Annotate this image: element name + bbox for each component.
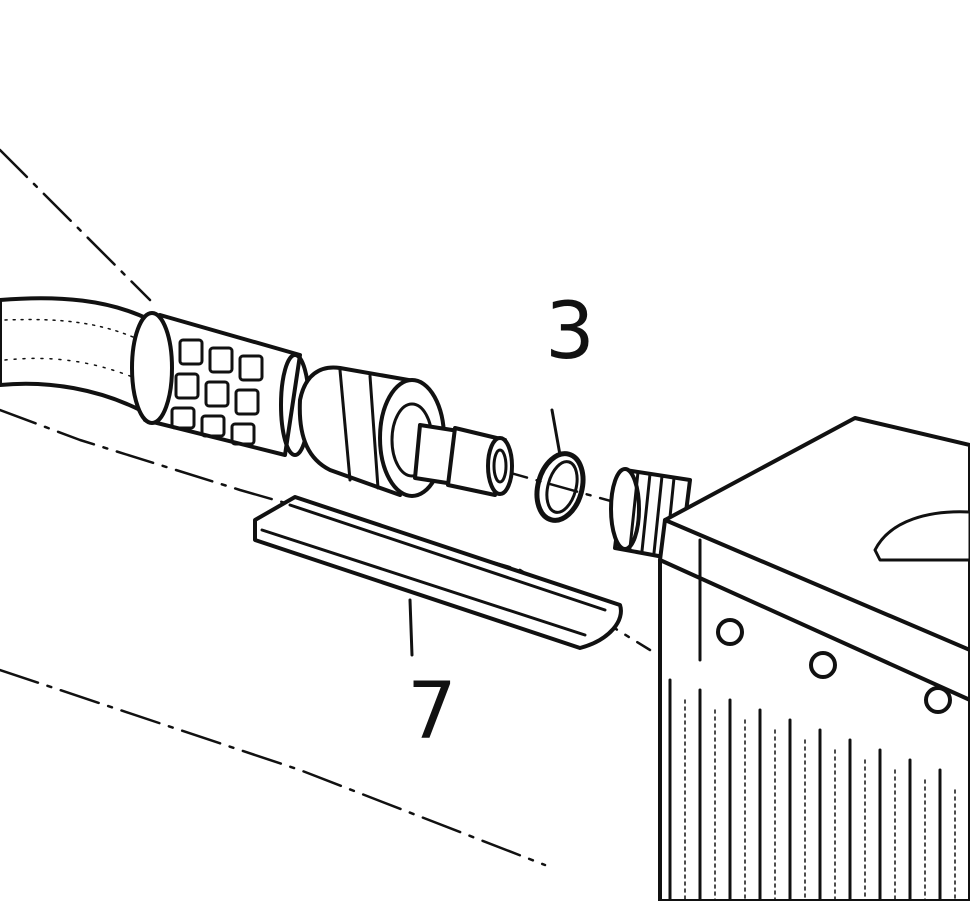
fitting-nipple (413, 423, 514, 497)
flat-gasket-strip (253, 495, 623, 650)
oil-cooler-core (658, 416, 970, 901)
hose (0, 296, 152, 412)
hose-crimp-sleeve (130, 311, 311, 457)
leader-lines (408, 408, 562, 657)
callout-7: 7 (407, 667, 457, 757)
union-nut (297, 365, 446, 498)
callout-3: 3 (545, 287, 595, 377)
o-ring-seal (534, 451, 586, 523)
